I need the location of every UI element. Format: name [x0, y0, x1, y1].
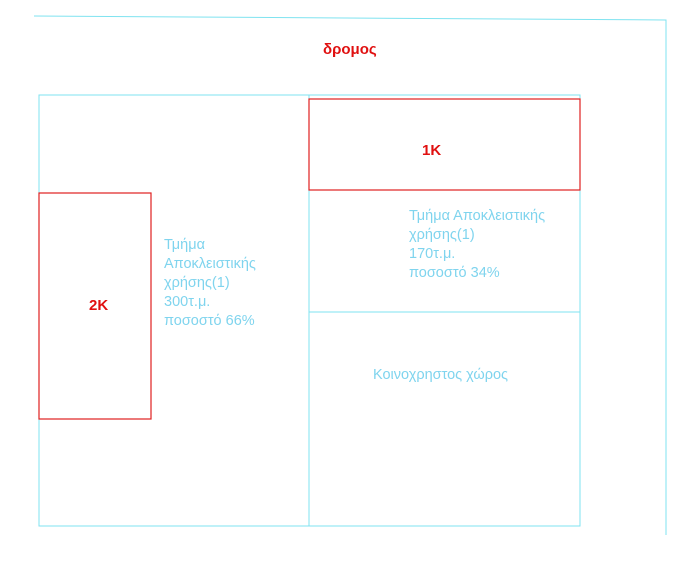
- right-zone-line-4: ποσοστό 34%: [409, 265, 500, 281]
- unit-2k-outline: [38, 192, 152, 420]
- left-zone-line-5: ποσοστό 66%: [164, 313, 255, 329]
- right-zone-line-3: 170τ.μ.: [409, 246, 456, 262]
- left-zone-line-3: χρήσης(1): [164, 275, 230, 291]
- unit-1k-label: 1Κ: [422, 142, 442, 159]
- right-exclusive-zone-label: Τμήμα Αποκλειστικής χρήσης(1) 170τ.μ. πο…: [409, 207, 545, 283]
- right-zone-line-1: Τμήμα Αποκλειστικής: [409, 208, 546, 224]
- common-area-label: Κοινοχρηστος χώρος: [373, 367, 509, 383]
- street-boundary-line: [33, 15, 667, 535]
- left-zone-line-4: 300τ.μ.: [164, 294, 211, 310]
- unit-2k-label: 2Κ: [89, 297, 109, 314]
- left-exclusive-zone-label: Τμήμα Αποκλειστικής χρήσης(1) 300τ.μ. πο…: [164, 236, 256, 331]
- right-zone-line-2: χρήσης(1): [409, 227, 475, 243]
- left-zone-line-1: Τμήμα: [164, 237, 205, 253]
- unit-1k-outline: [308, 98, 581, 191]
- left-zone-line-2: Αποκλειστικής: [164, 256, 256, 272]
- street-label: δρομος: [323, 41, 377, 58]
